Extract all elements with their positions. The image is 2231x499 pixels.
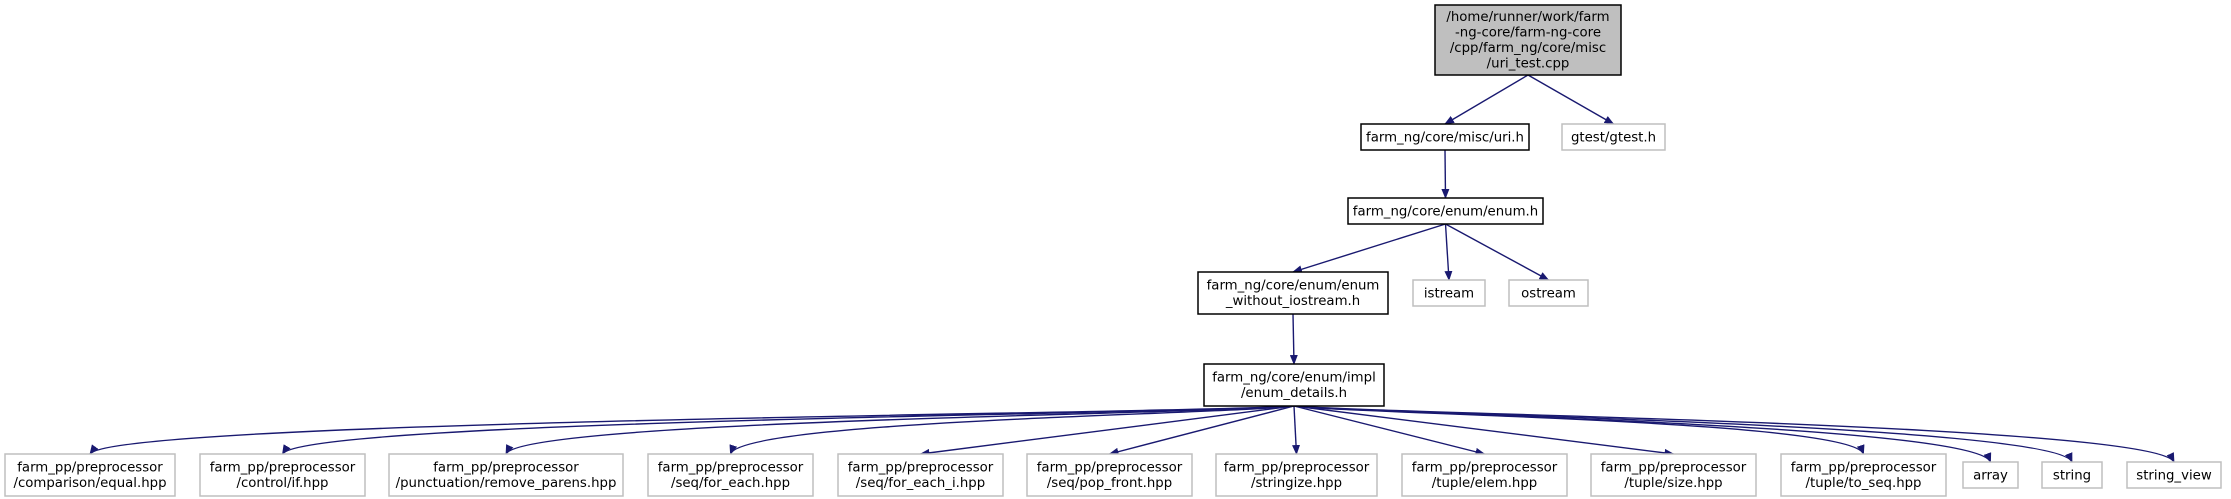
node-label-line: _without_iostream.h bbox=[1225, 294, 1360, 309]
node-ostream: ostream bbox=[1508, 279, 1589, 307]
node-box bbox=[1203, 363, 1385, 407]
node-box bbox=[1434, 4, 1622, 76]
node-box bbox=[1590, 453, 1757, 497]
node-pp-elem: farm_pp/preprocessor/tuple/elem.hpp bbox=[1401, 453, 1568, 497]
node-label-line: /enum_details.h bbox=[1241, 386, 1347, 401]
node-label-line: /cpp/farm_ng/core/misc bbox=[1450, 41, 1606, 56]
node-pp-to-seq: farm_pp/preprocessor/tuple/to_seq.hpp bbox=[1780, 453, 1947, 497]
node-label-line: /punctuation/remove_parens.hpp bbox=[396, 476, 617, 491]
node-box bbox=[837, 453, 1004, 497]
node-pp-for-each-i: farm_pp/preprocessor/seq/for_each_i.hpp bbox=[837, 453, 1004, 497]
edge-enum-h-to-ostream bbox=[1445, 223, 1550, 281]
node-pp-equal: farm_pp/preprocessor/comparison/equal.hp… bbox=[4, 453, 176, 497]
node-label-line: ostream bbox=[1521, 286, 1576, 301]
node-label-line: farm_pp/preprocessor bbox=[1037, 461, 1183, 476]
node-label-line: /seq/pop_front.hpp bbox=[1047, 476, 1172, 491]
edge-enum-details-to-string-view bbox=[1293, 405, 2175, 463]
node-box bbox=[1026, 453, 1193, 497]
node-label-line: farm_ng/core/enum/enum.h bbox=[1353, 204, 1538, 219]
node-label-line: string bbox=[2053, 468, 2091, 483]
edge-enum-details-to-pp-elem bbox=[1293, 405, 1486, 456]
node-istream: istream bbox=[1412, 279, 1486, 307]
node-box bbox=[1561, 123, 1666, 151]
node-string-view: string_view bbox=[2126, 461, 2222, 489]
edge-enum-details-to-pp-for-each bbox=[729, 405, 1295, 455]
node-label-line: /seq/for_each_i.hpp bbox=[856, 476, 985, 491]
edge-uri-h-to-enum-h bbox=[1441, 149, 1450, 199]
node-label-line: string_view bbox=[2136, 468, 2212, 483]
node-enum-wo-io[interactable]: farm_ng/core/enum/enum_without_iostream.… bbox=[1197, 271, 1389, 315]
node-label-line: /home/runner/work/farm bbox=[1446, 10, 1609, 25]
node-label-line: /control/if.hpp bbox=[237, 476, 329, 491]
node-label-line: farm_pp/preprocessor bbox=[17, 461, 163, 476]
node-box bbox=[2041, 461, 2103, 489]
edge-enum-details-to-pp-size bbox=[1293, 405, 1675, 457]
node-label-line: -ng-core/farm-ng-core bbox=[1455, 26, 1601, 41]
node-box bbox=[1962, 461, 2019, 489]
node-label-line: /tuple/to_seq.hpp bbox=[1806, 476, 1922, 491]
node-pp-for-each: farm_pp/preprocessor/seq/for_each.hpp bbox=[647, 453, 814, 497]
node-box bbox=[1508, 279, 1589, 307]
node-label-line: farm_pp/preprocessor bbox=[1224, 461, 1370, 476]
node-box bbox=[1215, 453, 1378, 497]
node-box bbox=[2126, 461, 2222, 489]
edge-enum-h-to-enum-wo-io bbox=[1292, 223, 1446, 274]
node-pp-stringize: farm_pp/preprocessor/stringize.hpp bbox=[1215, 453, 1378, 497]
edge-enum-details-to-pp-pop-front bbox=[1108, 405, 1295, 456]
edges-layer bbox=[89, 74, 2175, 463]
node-label-line: farm_pp/preprocessor bbox=[433, 461, 579, 476]
node-label-line: farm_pp/preprocessor bbox=[658, 461, 804, 476]
node-label-line: farm_pp/preprocessor bbox=[1601, 461, 1747, 476]
node-box bbox=[4, 453, 176, 497]
node-uri-h[interactable]: farm_ng/core/misc/uri.h bbox=[1360, 123, 1530, 151]
node-label-line: /uri_test.cpp bbox=[1487, 57, 1570, 72]
nodes-layer: /home/runner/work/farm-ng-core/farm-ng-c… bbox=[4, 4, 2222, 497]
node-box bbox=[1412, 279, 1486, 307]
node-label-line: /tuple/elem.hpp bbox=[1432, 476, 1537, 491]
node-enum-h[interactable]: farm_ng/core/enum/enum.h bbox=[1347, 197, 1544, 225]
edge-enum-details-to-pp-stringize bbox=[1292, 405, 1301, 455]
node-enum-details[interactable]: farm_ng/core/enum/impl/enum_details.h bbox=[1203, 363, 1385, 407]
node-box bbox=[647, 453, 814, 497]
node-box bbox=[388, 453, 624, 497]
node-box bbox=[1347, 197, 1544, 225]
node-pp-size: farm_pp/preprocessor/tuple/size.hpp bbox=[1590, 453, 1757, 497]
node-label-line: /comparison/equal.hpp bbox=[13, 476, 166, 491]
node-label-line: farm_pp/preprocessor bbox=[210, 461, 356, 476]
node-label-line: farm_pp/preprocessor bbox=[1791, 461, 1937, 476]
node-label-line: gtest/gtest.h bbox=[1571, 130, 1656, 145]
node-box bbox=[1197, 271, 1389, 315]
node-string: string bbox=[2041, 461, 2103, 489]
node-label-line: farm_ng/core/misc/uri.h bbox=[1366, 130, 1524, 145]
node-label-line: /stringize.hpp bbox=[1251, 476, 1342, 491]
node-label-line: istream bbox=[1424, 286, 1474, 301]
edge-uri-test-to-gtest bbox=[1527, 74, 1615, 125]
node-array: array bbox=[1962, 461, 2019, 489]
edge-enum-wo-io-to-enum-details bbox=[1289, 313, 1298, 365]
node-label-line: farm_pp/preprocessor bbox=[1412, 461, 1558, 476]
node-pp-if: farm_pp/preprocessor/control/if.hpp bbox=[199, 453, 366, 497]
node-box bbox=[199, 453, 366, 497]
node-label-line: array bbox=[1973, 468, 2008, 483]
node-label-line: farm_pp/preprocessor bbox=[848, 461, 994, 476]
node-uri-test[interactable]: /home/runner/work/farm-ng-core/farm-ng-c… bbox=[1434, 4, 1622, 76]
edge-enum-details-to-pp-remove-parens bbox=[505, 405, 1295, 455]
edge-enum-details-to-pp-for-each-i bbox=[919, 405, 1295, 457]
node-box bbox=[1401, 453, 1568, 497]
node-label-line: farm_ng/core/enum/impl bbox=[1212, 371, 1376, 386]
node-gtest: gtest/gtest.h bbox=[1561, 123, 1666, 151]
node-pp-pop-front: farm_pp/preprocessor/seq/pop_front.hpp bbox=[1026, 453, 1193, 497]
node-label-line: /seq/for_each.hpp bbox=[671, 476, 790, 491]
node-box bbox=[1780, 453, 1947, 497]
node-box bbox=[1360, 123, 1530, 151]
edge-uri-test-to-uri-h bbox=[1444, 74, 1529, 125]
node-label-line: farm_ng/core/enum/enum bbox=[1207, 279, 1380, 294]
node-pp-remove-parens: farm_pp/preprocessor/punctuation/remove_… bbox=[388, 453, 624, 497]
edge-enum-h-to-istream bbox=[1444, 223, 1453, 281]
node-label-line: /tuple/size.hpp bbox=[1624, 476, 1722, 491]
